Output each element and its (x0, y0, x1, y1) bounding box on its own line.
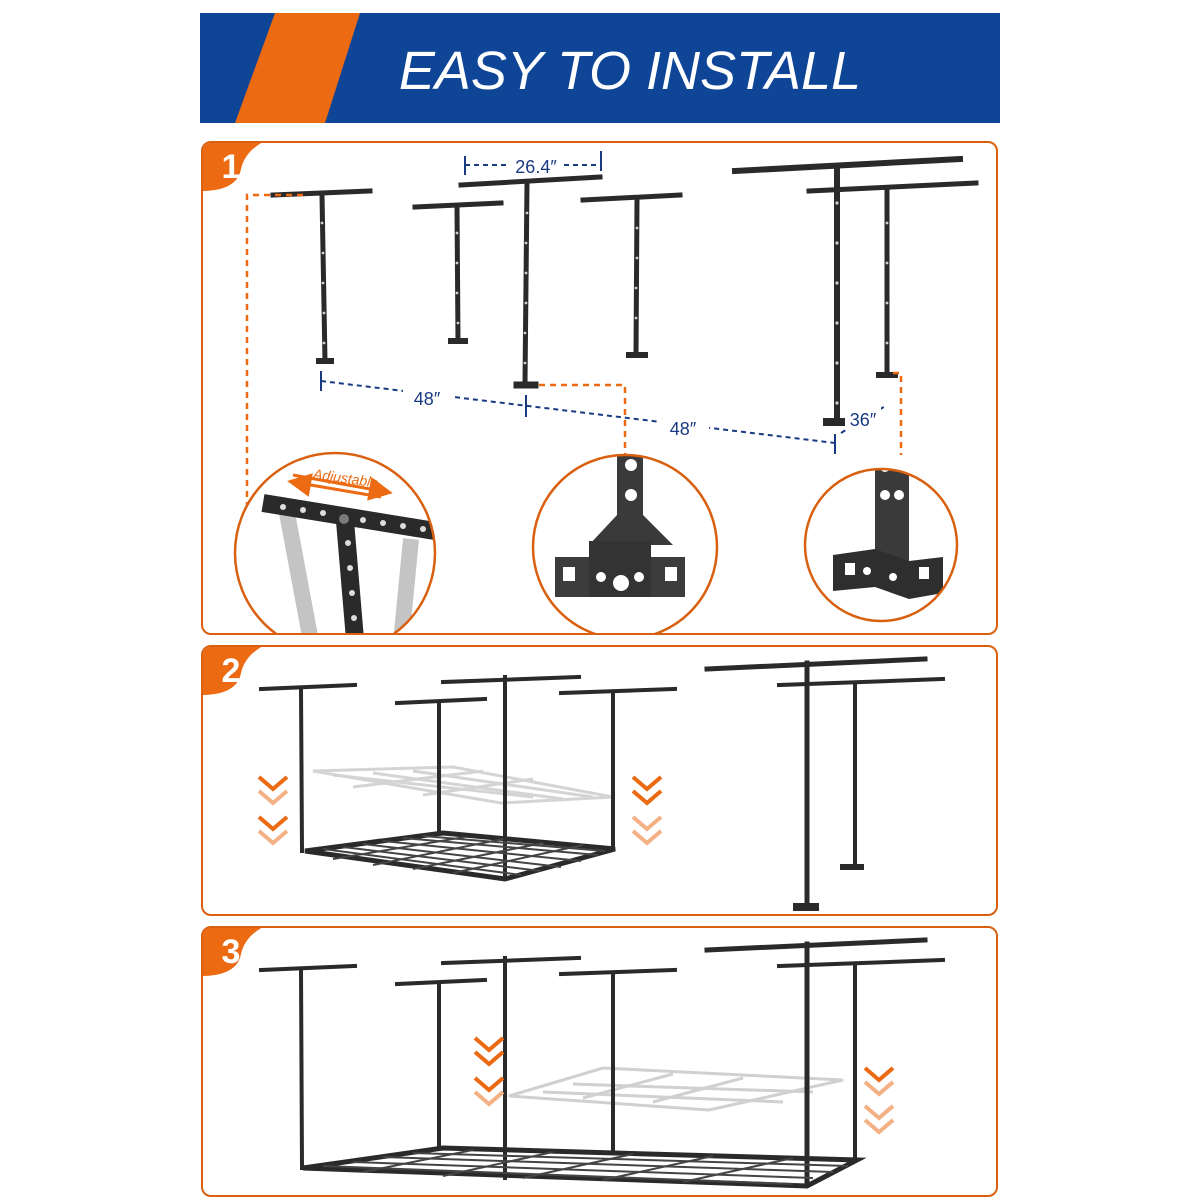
banner-shape: EASY TO INSTALL (200, 13, 1000, 123)
step-badge-1 (203, 143, 262, 191)
wire-shelf (304, 830, 616, 882)
step-badge-2 (203, 647, 262, 695)
dimension-bracket-width: 26.4″ (515, 157, 557, 177)
step-3-panel: 3 (201, 926, 998, 1197)
step-3-illustration (258, 937, 946, 1189)
dimension-span-left: 48″ (414, 389, 441, 409)
step-1-panel: 26.4″ 48″ 48″ 36″ (201, 141, 998, 635)
wire-shelf-long (302, 1145, 867, 1189)
header-banner: EASY TO INSTALL (200, 13, 1000, 123)
dimension-span-right: 48″ (670, 419, 697, 439)
dimension-depth: 36″ (850, 410, 877, 430)
step-badge-3 (203, 928, 262, 976)
step-2-panel: 2 (201, 645, 998, 916)
step-number-1: 1 (221, 148, 241, 186)
zoom-center-base-detail (533, 455, 717, 633)
zoom-corner-base-detail (805, 469, 957, 621)
step-1-illustration: 26.4″ 48″ 48″ 36″ (233, 151, 979, 633)
step-2-illustration (257, 656, 946, 911)
banner-title: EASY TO INSTALL (399, 41, 861, 101)
step-number-3: 3 (221, 933, 241, 971)
step-number-2: 2 (221, 652, 241, 690)
